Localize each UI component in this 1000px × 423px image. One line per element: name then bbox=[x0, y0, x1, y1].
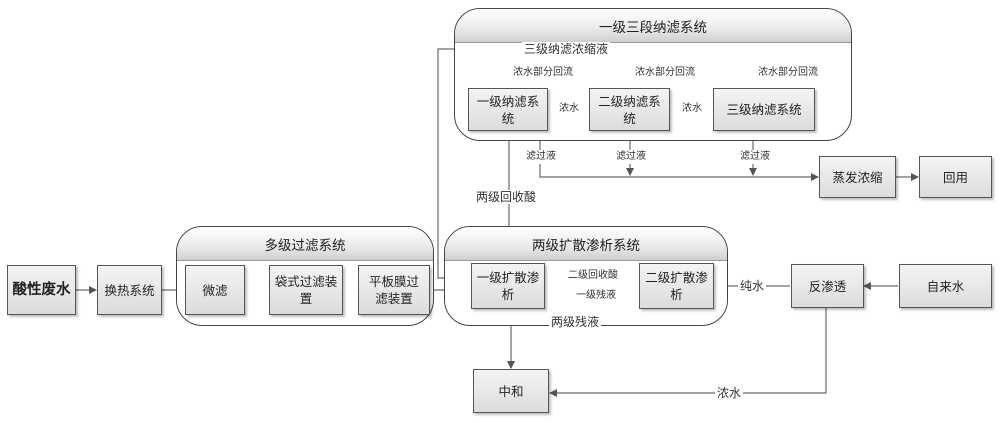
nf1-box[interactable]: 一级纳滤系统 bbox=[468, 88, 548, 131]
diff2-box[interactable]: 二级扩散渗析 bbox=[639, 263, 714, 309]
nf3-box[interactable]: 三级纳滤系统 bbox=[713, 88, 815, 131]
reverse-osmosis-box[interactable]: 反渗透 bbox=[791, 264, 864, 308]
reuse-box[interactable]: 回用 bbox=[919, 156, 992, 198]
micro-filter-box[interactable]: 微滤 bbox=[185, 265, 245, 315]
multistage-filter-group-title: 多级过滤系统 bbox=[177, 227, 433, 261]
label-filtrate-2: 滤过液 bbox=[614, 150, 648, 164]
label-nf-concentrate-return: 三级纳滤浓缩液 bbox=[522, 42, 611, 56]
label-conc-1: 浓水 bbox=[557, 102, 581, 116]
label-residue-two: 两级残液 bbox=[549, 315, 602, 329]
diffusion-group-title: 两级扩散渗析系统 bbox=[445, 227, 727, 261]
nf2-box[interactable]: 二级纳滤系统 bbox=[589, 88, 670, 131]
label-recovered-acid-level-two: 二级回收酸 bbox=[566, 269, 620, 283]
acid-wastewater-box[interactable]: 酸性废水 bbox=[7, 265, 76, 315]
line-filtrate-main bbox=[539, 131, 819, 181]
label-pure-water: 纯水 bbox=[738, 279, 767, 293]
label-filtrate-1: 滤过液 bbox=[524, 150, 558, 164]
label-conc-2: 浓水 bbox=[680, 102, 704, 116]
label-ro-concentrate: 浓水 bbox=[715, 386, 744, 400]
nanofiltration-group-title: 一级三段纳滤系统 bbox=[455, 9, 851, 43]
label-filtrate-3: 滤过液 bbox=[738, 150, 772, 164]
label-reflux-2: 浓水部分回流 bbox=[633, 66, 697, 80]
diff1-box[interactable]: 一级扩散渗析 bbox=[471, 263, 545, 309]
line-ro-concentrate bbox=[549, 308, 827, 397]
evaporation-box[interactable]: 蒸发浓缩 bbox=[819, 156, 896, 198]
bag-filter-box[interactable]: 袋式过滤装置 bbox=[269, 265, 343, 315]
label-recovered-acid-two: 两级回收酸 bbox=[474, 190, 539, 204]
label-reflux-1: 浓水部分回流 bbox=[511, 66, 575, 80]
neutralize-box[interactable]: 中和 bbox=[473, 369, 549, 413]
label-reflux-3: 浓水部分回流 bbox=[756, 66, 820, 80]
flat-membrane-box[interactable]: 平板膜过滤装置 bbox=[358, 265, 430, 315]
heat-exchange-box[interactable]: 换热系统 bbox=[97, 265, 162, 315]
label-residue-one: 一级残液 bbox=[574, 289, 618, 303]
tap-water-box[interactable]: 自来水 bbox=[899, 264, 992, 308]
